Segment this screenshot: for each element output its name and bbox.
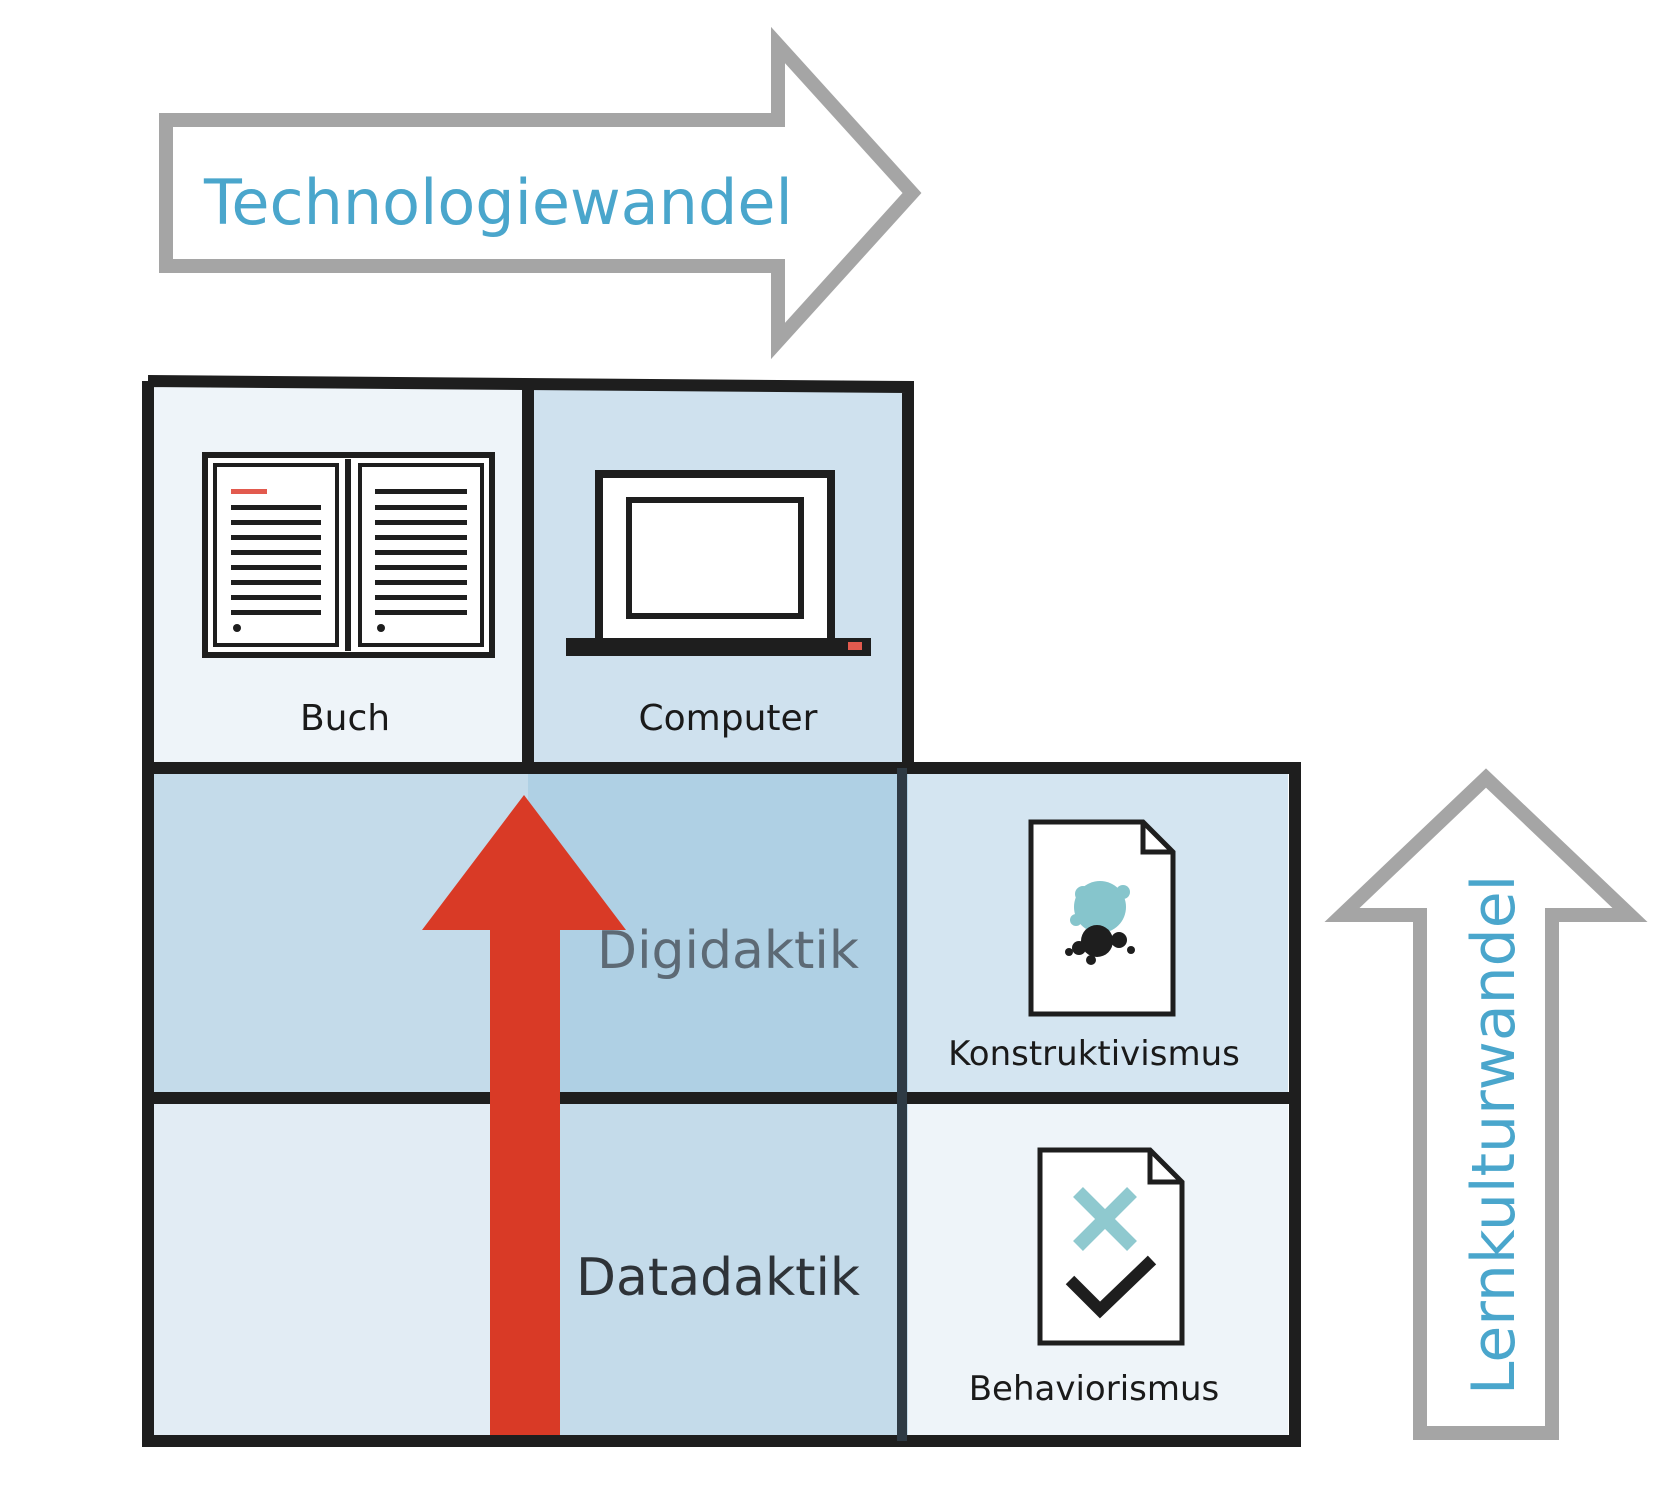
column-label-computer: Computer <box>639 698 818 739</box>
highlight-up-arrow-icon <box>422 795 626 1435</box>
technologiewandel-label: Technologiewandel <box>203 166 793 239</box>
row-label-konstruktivismus: Konstruktivismus <box>948 1034 1240 1074</box>
cell-datadaktik <box>528 1098 908 1435</box>
cell-book-konstruktivismus <box>148 768 528 1098</box>
cell-digidaktik <box>528 768 908 1098</box>
document-splash-icon <box>1028 819 1176 1017</box>
lernkulturwandel-arrow: Lernkulturwandel <box>1324 768 1648 1440</box>
cell-book-behaviorismus <box>148 1098 528 1435</box>
grid-outline <box>142 375 1301 1447</box>
right-arrow-outline-icon <box>159 26 922 360</box>
row-label-behaviorismus: Behaviorismus <box>969 1369 1220 1409</box>
technologiewandel-arrow: Technologiewandel <box>159 26 922 360</box>
up-arrow-outline-icon <box>1324 768 1648 1440</box>
book-icon <box>202 452 495 658</box>
document-check-cross-icon <box>1037 1147 1185 1346</box>
digidaktik-label: Digidaktik <box>597 921 859 981</box>
grid-borders <box>142 375 1301 1447</box>
laptop-icon <box>566 470 871 656</box>
column-label-buch: Buch <box>300 698 390 739</box>
lernkulturwandel-label: Lernkulturwandel <box>1459 875 1529 1395</box>
datadaktik-label: Datadaktik <box>576 1248 860 1308</box>
